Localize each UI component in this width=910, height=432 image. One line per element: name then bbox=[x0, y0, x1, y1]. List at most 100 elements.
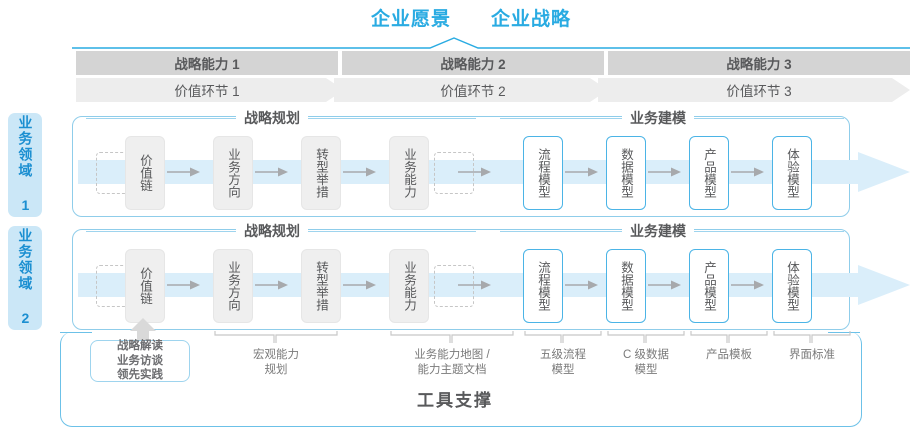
process-box-row1-7[interactable]: 产品模型 bbox=[689, 136, 729, 210]
process-box-row2-5[interactable]: 流程模型 bbox=[523, 249, 563, 323]
process-box-row2-2-label: 业务方向 bbox=[226, 261, 240, 311]
process-box-row2-4[interactable]: 业务能力 bbox=[389, 249, 429, 323]
process-box-row2-3-label: 转型举措 bbox=[314, 261, 328, 311]
enterprise-vision-title: 企业愿景 bbox=[371, 9, 452, 30]
process-box-row1-5-label: 流程模型 bbox=[536, 148, 550, 198]
value-stage-2[interactable]: 价值环节 2 bbox=[440, 84, 506, 99]
process-box-row1-5[interactable]: 流程模型 bbox=[523, 136, 563, 210]
arrow-row2-3 bbox=[343, 280, 376, 290]
bracket-macro-capability bbox=[214, 331, 338, 343]
capability-cell-3[interactable]: 战略能力 3 bbox=[608, 51, 910, 75]
strategic-capability-band: 战略能力 1 战略能力 2 战略能力 3 bbox=[76, 51, 910, 75]
section-header-business-modeling-row2-label: 业务建模 bbox=[622, 221, 694, 241]
process-box-row1-3[interactable]: 转型举措 bbox=[301, 136, 341, 210]
section-header-strategy-planning-row2-label: 战略规划 bbox=[236, 221, 308, 241]
arrow-row2-7 bbox=[731, 280, 764, 290]
process-box-row2-7-label: 产品模型 bbox=[702, 261, 716, 311]
process-box-row2-6-label: 数据模型 bbox=[619, 261, 633, 311]
process-box-row1-2[interactable]: 业务方向 bbox=[213, 136, 253, 210]
value-stage-band: 价值环节 1 价值环节 2 价值环节 3 bbox=[76, 78, 910, 102]
process-box-row2-6[interactable]: 数据模型 bbox=[606, 249, 646, 323]
process-box-row2-3[interactable]: 转型举措 bbox=[301, 249, 341, 323]
tool-label-data-model: C 级数据 模型 bbox=[586, 348, 706, 377]
tool-label-process-model: 五级流程 模型 bbox=[503, 348, 623, 377]
business-domain-tab-1-label: 业务领域 1 bbox=[17, 115, 34, 215]
section-header-business-modeling-row2: 业务建模 bbox=[500, 221, 844, 241]
business-domain-tab-2[interactable]: 业务领域 2 bbox=[8, 226, 42, 330]
tool-highlight-line-3: 领先实践 bbox=[117, 369, 163, 382]
arrow-row1-5 bbox=[565, 167, 598, 177]
process-box-row1-2-label: 业务方向 bbox=[226, 148, 240, 198]
tool-label-data-model-line1: C 级数据 bbox=[623, 349, 669, 361]
tool-label-capability-map-line1: 业务能力地图 / bbox=[414, 349, 490, 361]
tool-label-capability-map-line2: 能力主题文档 bbox=[417, 363, 487, 376]
section-header-strategy-planning-row1: 战略规划 bbox=[86, 108, 476, 128]
value-stage-chevrons bbox=[76, 78, 910, 102]
placeholder-box-row2-mid bbox=[434, 265, 474, 307]
business-domain-tab-1[interactable]: 业务领域 1 bbox=[8, 113, 42, 217]
bracket-ui-standard bbox=[773, 331, 851, 343]
process-box-row1-6[interactable]: 数据模型 bbox=[606, 136, 646, 210]
section-header-strategy-planning-row2: 战略规划 bbox=[86, 221, 476, 241]
arrow-row1-1 bbox=[167, 167, 200, 177]
arrow-row2-1 bbox=[167, 280, 200, 290]
tool-label-process-model-line2: 模型 bbox=[551, 363, 575, 376]
process-box-row2-7[interactable]: 产品模型 bbox=[689, 249, 729, 323]
value-stage-1[interactable]: 价值环节 1 bbox=[174, 84, 240, 99]
tool-label-product-template-line1: 产品模板 bbox=[706, 349, 752, 361]
bracket-data-model bbox=[607, 331, 685, 343]
enterprise-strategy-title: 企业战略 bbox=[491, 9, 572, 30]
tool-support-up-arrow bbox=[130, 318, 156, 342]
business-domain-tab-2-label: 业务领域 2 bbox=[17, 228, 34, 328]
tool-support-container bbox=[60, 332, 862, 427]
process-box-row2-1[interactable]: 价值链 bbox=[125, 249, 165, 323]
process-box-row2-8[interactable]: 体验模型 bbox=[772, 249, 812, 323]
bracket-process-model bbox=[524, 331, 602, 343]
capability-cell-2[interactable]: 战略能力 2 bbox=[342, 51, 604, 75]
tool-highlight-line-2: 业务访谈 bbox=[117, 354, 163, 367]
process-box-row2-8-label: 体验模型 bbox=[785, 261, 799, 311]
tool-label-macro-capability-line2: 规划 bbox=[264, 363, 288, 376]
process-box-row1-7-label: 产品模型 bbox=[702, 148, 716, 198]
vision-connector-line bbox=[72, 37, 910, 49]
bracket-product-template bbox=[690, 331, 768, 343]
tool-support-top-edge-right bbox=[828, 332, 860, 334]
process-box-row1-4-label: 业务能力 bbox=[402, 148, 416, 198]
placeholder-box-row1-mid bbox=[434, 152, 474, 194]
tool-support-title: 工具支撑 bbox=[417, 391, 493, 410]
value-stage-3[interactable]: 价值环节 3 bbox=[726, 84, 792, 99]
bracket-capability-map bbox=[390, 331, 514, 343]
tool-label-macro-capability: 宏观能力 规划 bbox=[216, 348, 336, 377]
capability-cell-1[interactable]: 战略能力 1 bbox=[76, 51, 338, 75]
tool-label-product-template: 产品模板 bbox=[669, 348, 789, 363]
tool-highlight-box[interactable]: 战略解读 业务访谈 领先实践 bbox=[90, 340, 190, 382]
tool-label-macro-capability-line1: 宏观能力 bbox=[253, 349, 299, 361]
process-box-row1-4[interactable]: 业务能力 bbox=[389, 136, 429, 210]
process-box-row2-4-label: 业务能力 bbox=[402, 261, 416, 311]
arrow-row1-3 bbox=[343, 167, 376, 177]
process-box-row1-6-label: 数据模型 bbox=[619, 148, 633, 198]
tool-highlight-line-1: 战略解读 bbox=[117, 339, 163, 352]
process-box-row1-1-label: 价值链 bbox=[138, 154, 152, 192]
arrow-row1-4 bbox=[458, 167, 491, 177]
process-box-row1-3-label: 转型举措 bbox=[314, 148, 328, 198]
section-header-strategy-planning-row1-label: 战略规划 bbox=[236, 108, 308, 128]
process-box-row1-1[interactable]: 价值链 bbox=[125, 136, 165, 210]
vision-strategy-header: 企业愿景 企业战略 bbox=[0, 4, 910, 32]
tool-label-ui-standard-line1: 界面标准 bbox=[789, 349, 835, 361]
process-box-row1-8[interactable]: 体验模型 bbox=[772, 136, 812, 210]
tool-label-ui-standard: 界面标准 bbox=[752, 348, 872, 363]
arrow-row2-4 bbox=[458, 280, 491, 290]
tool-label-data-model-line2: 模型 bbox=[634, 363, 658, 376]
tool-support-top-edge-left bbox=[60, 332, 92, 334]
process-box-row2-5-label: 流程模型 bbox=[536, 261, 550, 311]
arrow-row1-7 bbox=[731, 167, 764, 177]
arrow-row2-2 bbox=[255, 280, 288, 290]
tool-label-process-model-line1: 五级流程 bbox=[540, 349, 586, 361]
process-box-row2-1-label: 价值链 bbox=[138, 267, 152, 305]
section-header-business-modeling-row1-label: 业务建模 bbox=[622, 108, 694, 128]
tool-label-capability-map: 业务能力地图 / 能力主题文档 bbox=[362, 348, 542, 377]
process-box-row2-2[interactable]: 业务方向 bbox=[213, 249, 253, 323]
arrow-row2-6 bbox=[648, 280, 681, 290]
